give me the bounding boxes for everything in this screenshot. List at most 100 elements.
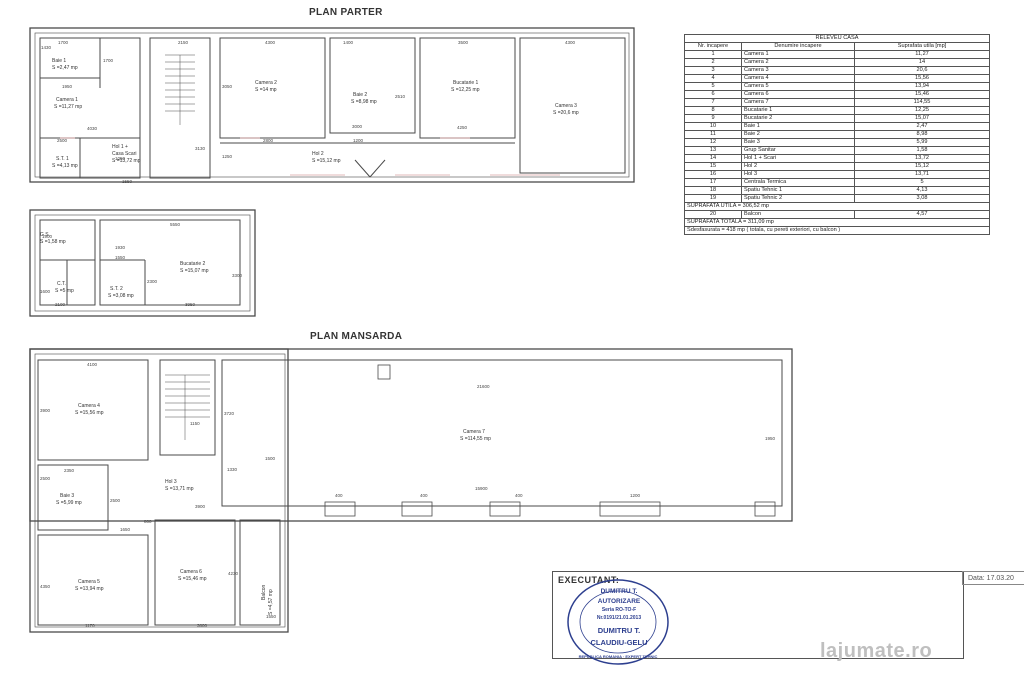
releveu-cell: Camera 4 (741, 74, 855, 83)
dim-label: 800 (144, 519, 152, 524)
dim-label: 3050 (222, 84, 233, 89)
releveu-title: RELEVEU CASA (684, 34, 990, 43)
dim-label: 1950 (62, 84, 73, 89)
room-camera6: Camera 6 (180, 569, 202, 575)
official-stamp: DUMITRU T. AUTORIZARE Seria RO-TO-F Nr.0… (566, 578, 670, 666)
dim-label: 21600 (477, 384, 490, 389)
releveu-cell: Camera 1 (741, 50, 855, 59)
dim-label: 1200 (353, 138, 364, 143)
releveu-cell: 8,98 (854, 130, 990, 139)
room-bucatarie1: Bucatarie 1 (453, 80, 479, 86)
room-camera6-area: S =15,46 mp (178, 576, 207, 582)
releveu-cell: 5,99 (854, 138, 990, 147)
dim-label: 400 (420, 493, 428, 498)
stamp-line: Nr.0191/21.01.2013 (596, 615, 642, 621)
releveu-cell: 11 (684, 130, 742, 139)
dim-label: 400 (515, 493, 523, 498)
releveu-cell: 13,71 (854, 170, 990, 179)
dim-label: 2300 (147, 279, 158, 284)
plan-parter-title: PLAN PARTER (309, 7, 383, 18)
releveu-cell: Camera 5 (741, 82, 855, 91)
dim-label: 3300 (232, 273, 243, 278)
releveu-cell: Spatiu Tehnic 2 (741, 194, 855, 203)
dim-label: 1330 (227, 467, 238, 472)
releveu-cell: 114,55 (854, 98, 990, 107)
dim-label: 1400 (343, 40, 354, 45)
stamp-line: DUMITRU T. (597, 626, 641, 635)
releveu-cell: 10 (684, 122, 742, 131)
releveu-cell: Bucatarie 1 (741, 106, 855, 115)
dim-label: 4250 (457, 125, 468, 130)
room-camera1: Camera 1 (56, 97, 78, 103)
room-baie1: Baie 1 (52, 58, 66, 64)
dim-label: 3950 (185, 302, 196, 307)
dim-label: 4100 (87, 362, 98, 367)
room-camera3-area: S =20,6 mp (553, 110, 579, 116)
dim-label: 3800 (197, 623, 208, 628)
dim-label: 1650 (120, 527, 131, 532)
dim-label: 1700 (103, 58, 114, 63)
dim-label: 1200 (630, 493, 641, 498)
dim-label: 15900 (475, 486, 488, 491)
dim-label: 2800 (263, 138, 274, 143)
releveu-table: RELEVEU CASA Nr. incapere Denumire incap… (684, 34, 990, 235)
dim-label: 1050 (115, 156, 126, 161)
dim-label: 400 (335, 493, 343, 498)
room-hol2: Hol 2 (312, 151, 324, 157)
room-gs-area: S =1,58 mp (40, 239, 66, 245)
room-bucatarie1-area: S =12,25 mp (451, 87, 480, 93)
releveu-cell: 15,56 (854, 74, 990, 83)
dim-label: 3130 (195, 146, 206, 151)
dim-label: 1550 (115, 255, 126, 260)
stamp-line: AUTORIZARE (597, 598, 641, 605)
dim-label: 3500 (458, 40, 469, 45)
room-hol1-area: S =13,72 mp (112, 158, 141, 164)
releveu-cell: 18 (684, 186, 742, 195)
dim-label: 2500 (40, 476, 51, 481)
releveu-cell: 3,08 (854, 194, 990, 203)
dim-label: 2510 (395, 94, 406, 99)
releveu-cell: 1 (684, 50, 742, 59)
dim-label: 1900 (42, 234, 53, 239)
room-hol3-area: S =13,71 mp (165, 486, 194, 492)
room-camera3: Camera 3 (555, 103, 577, 109)
room-camera4: Camera 4 (78, 403, 100, 409)
releveu-cell: Hol 3 (741, 170, 855, 179)
releveu-cell: 4,13 (854, 186, 990, 195)
releveu-cell: Hol 1 + Scari (741, 154, 855, 163)
releveu-cell: 15,12 (854, 162, 990, 171)
releveu-cell: Bucatarie 2 (741, 114, 855, 123)
room-balcon: Balcon (261, 584, 267, 600)
room-camera1-area: S =11,27 mp (54, 104, 82, 110)
releveu-cell: 14 (854, 58, 990, 67)
room-hol2-area: S =15,12 mp (312, 158, 341, 164)
dim-label: 2500 (110, 498, 121, 503)
dim-label: 1500 (265, 456, 276, 461)
dim-label: 5550 (170, 222, 181, 227)
releveu-suprafata-totala: SUPRAFATA TOTALA = 311,09 mp (684, 218, 990, 227)
releveu-cell: 12,25 (854, 106, 990, 115)
dim-label: 1150 (190, 421, 200, 426)
stamp-line: CLAUDIU-GELU (590, 638, 648, 647)
releveu-cell: 9 (684, 114, 742, 123)
releveu-cell: 15,07 (854, 114, 990, 123)
room-st1: S.T. 1 (56, 156, 69, 162)
releveu-cell: 14 (684, 154, 742, 163)
room-st1-area: S =4,13 mp (52, 163, 78, 169)
releveu-cell: 1,58 (854, 146, 990, 155)
room-baie3: Baie 3 (60, 493, 74, 499)
stamp-line: Seria RO-TO-F (601, 607, 637, 613)
room-bucatarie2-area: S =15,07 mp (180, 268, 209, 274)
releveu-cell: 13,94 (854, 82, 990, 91)
releveu-cell: Grup Sanitar (741, 146, 855, 155)
releveu-cell: 4,57 (854, 210, 990, 219)
